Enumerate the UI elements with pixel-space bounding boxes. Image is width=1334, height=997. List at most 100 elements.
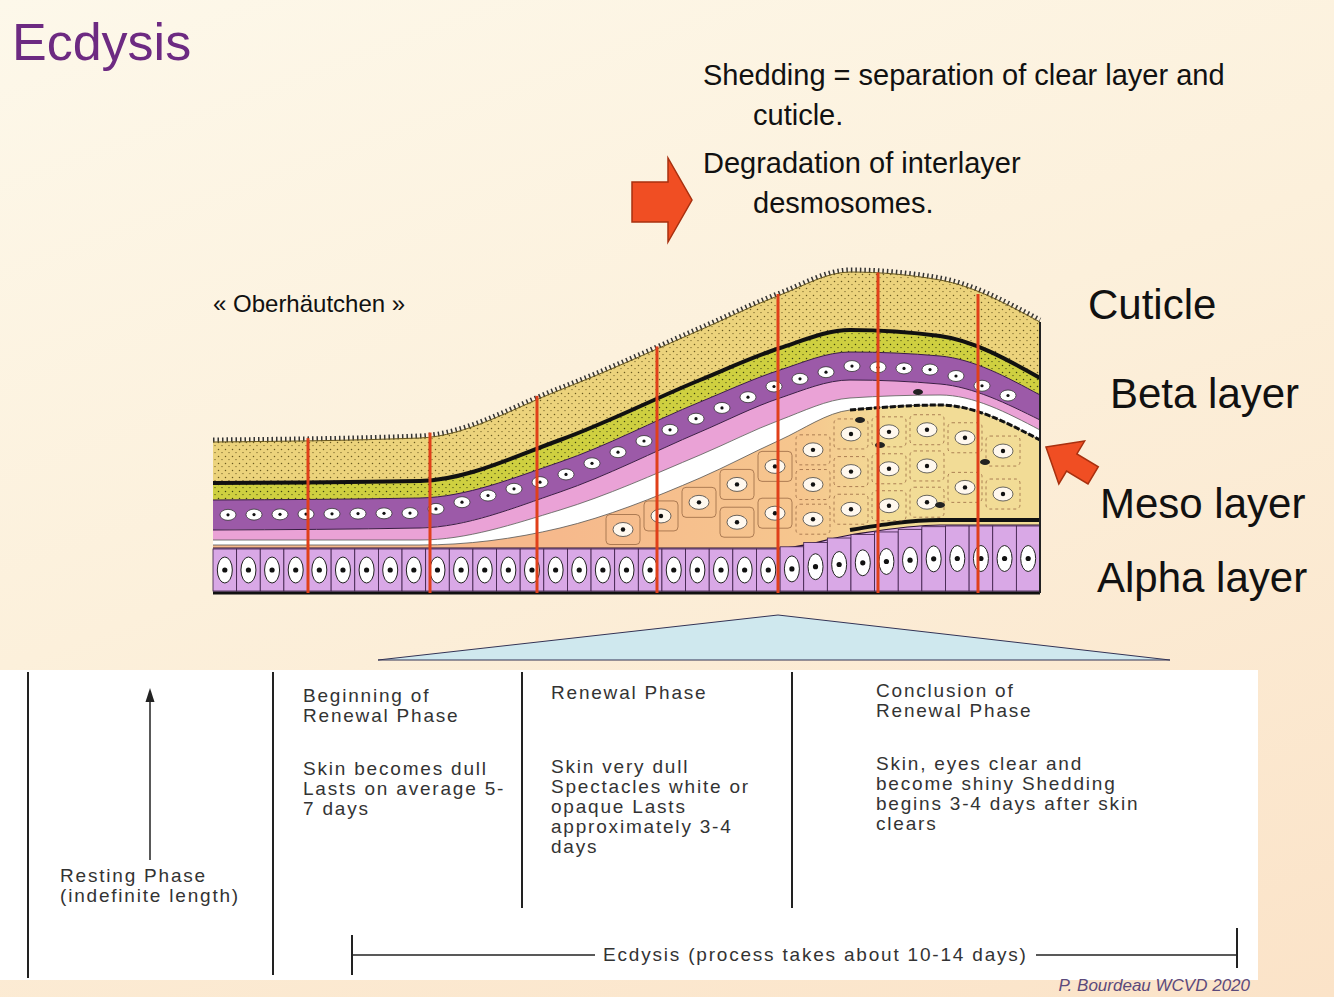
nucleus-dot (887, 504, 891, 508)
alpha-cell (497, 549, 521, 591)
cell-nucleus (246, 509, 262, 520)
alpha-cell (969, 526, 993, 591)
cell-nucleus (766, 381, 782, 392)
table-text: Skin very dull Spectacles white or opaqu… (551, 757, 776, 857)
cell-nucleus (430, 557, 445, 583)
bracket-end (1236, 928, 1238, 968)
alpha-cell (662, 549, 686, 591)
cell-nucleus (359, 557, 374, 583)
nucleus-dot (811, 448, 815, 452)
cell-nucleus (765, 459, 785, 473)
cell-nucleus (917, 459, 937, 473)
alpha-cell (213, 549, 237, 591)
nucleus-dot (435, 567, 440, 572)
nucleus-dot (356, 512, 359, 515)
cell-nucleus (903, 547, 918, 573)
cell-outline (796, 470, 830, 500)
cell-outline (720, 469, 754, 499)
nucleus-dot (411, 567, 416, 572)
nucleus-dot (887, 430, 891, 434)
alpha-cell (544, 549, 568, 591)
cell-nucleus (595, 557, 610, 583)
zoom-triangle (378, 615, 1170, 660)
cell-outline (834, 494, 868, 524)
nucleus-dot (564, 473, 567, 476)
nucleus-dot (980, 384, 983, 387)
nucleus-dot (849, 507, 853, 511)
cell-nucleus (613, 523, 633, 537)
cell-nucleus (955, 431, 975, 445)
alpha-cell (473, 549, 497, 591)
section-line (536, 396, 539, 593)
nucleus-dot (512, 487, 515, 490)
nucleus-dot (811, 482, 815, 486)
nucleus-dot (849, 469, 853, 473)
nucleus-dot (529, 567, 534, 572)
cell-nucleus (818, 367, 834, 378)
cell-nucleus (973, 546, 988, 572)
nucleus-dot (907, 558, 912, 563)
slide-title: Ecdysis (12, 12, 191, 72)
phase-label: Resting Phase (indefinite length) (60, 866, 260, 906)
cell-nucleus (808, 554, 823, 580)
cell-nucleus (740, 392, 756, 403)
cell-nucleus (974, 380, 990, 391)
nucleus-dot (789, 566, 794, 571)
nucleus-dot (766, 567, 771, 572)
alpha-cell (355, 549, 379, 591)
cell-nucleus (917, 495, 937, 509)
new-generation-layer (213, 405, 1040, 548)
cell-nucleus (955, 480, 975, 494)
alpha-cell (1016, 526, 1040, 591)
nucleus-dot (742, 567, 747, 572)
timeline-panel (0, 670, 1258, 980)
alpha-cell (709, 549, 733, 591)
cell-nucleus (506, 483, 522, 494)
nucleus-dot (772, 385, 775, 388)
nucleus-dot (246, 567, 251, 572)
cell-nucleus (688, 413, 704, 424)
nucleus-dot (884, 559, 889, 564)
cell-nucleus (803, 512, 823, 526)
cell-nucleus (997, 546, 1012, 572)
cell-nucleus (727, 515, 747, 529)
cell-nucleus (272, 509, 288, 520)
alpha-cell (331, 549, 355, 591)
nucleus-dot (278, 513, 281, 516)
nucleus-dot (364, 567, 369, 572)
nucleus-dot (252, 513, 255, 516)
alpha-cell (827, 538, 851, 591)
cell-nucleus (532, 477, 548, 488)
nucleus-dot (1026, 556, 1031, 561)
cell-outline (758, 498, 792, 528)
alpha-cell (615, 549, 639, 591)
cell-nucleus (651, 509, 671, 523)
section-line (307, 438, 310, 593)
cell-nucleus (841, 427, 861, 441)
pigment-blob (980, 459, 990, 465)
note-text: Degradation of interlayer desmosomes. (703, 143, 1133, 223)
cell-nucleus (917, 423, 937, 437)
nucleus-dot (1001, 449, 1005, 453)
alpha-cell (260, 549, 284, 591)
nucleus-dot (954, 374, 957, 377)
layer-boundary (213, 352, 1040, 500)
cell-nucleus (548, 557, 563, 583)
cell-outline (796, 504, 830, 534)
cell-nucleus (714, 557, 729, 583)
cell-nucleus (841, 465, 861, 479)
cell-nucleus (765, 506, 785, 520)
cell-outline (834, 419, 868, 449)
alpha-cell (922, 527, 946, 591)
cell-nucleus (792, 373, 808, 384)
nucleus-dot (850, 364, 853, 367)
nucleus-dot (624, 567, 629, 572)
cell-outline (834, 457, 868, 487)
nucleus-dot (668, 428, 671, 431)
nucleus-dot (621, 527, 625, 531)
column-rule (791, 672, 793, 908)
cell-nucleus (288, 557, 303, 583)
nucleus-dot (925, 500, 929, 504)
pigment-blob (935, 502, 945, 508)
nucleus-dot (735, 482, 739, 486)
